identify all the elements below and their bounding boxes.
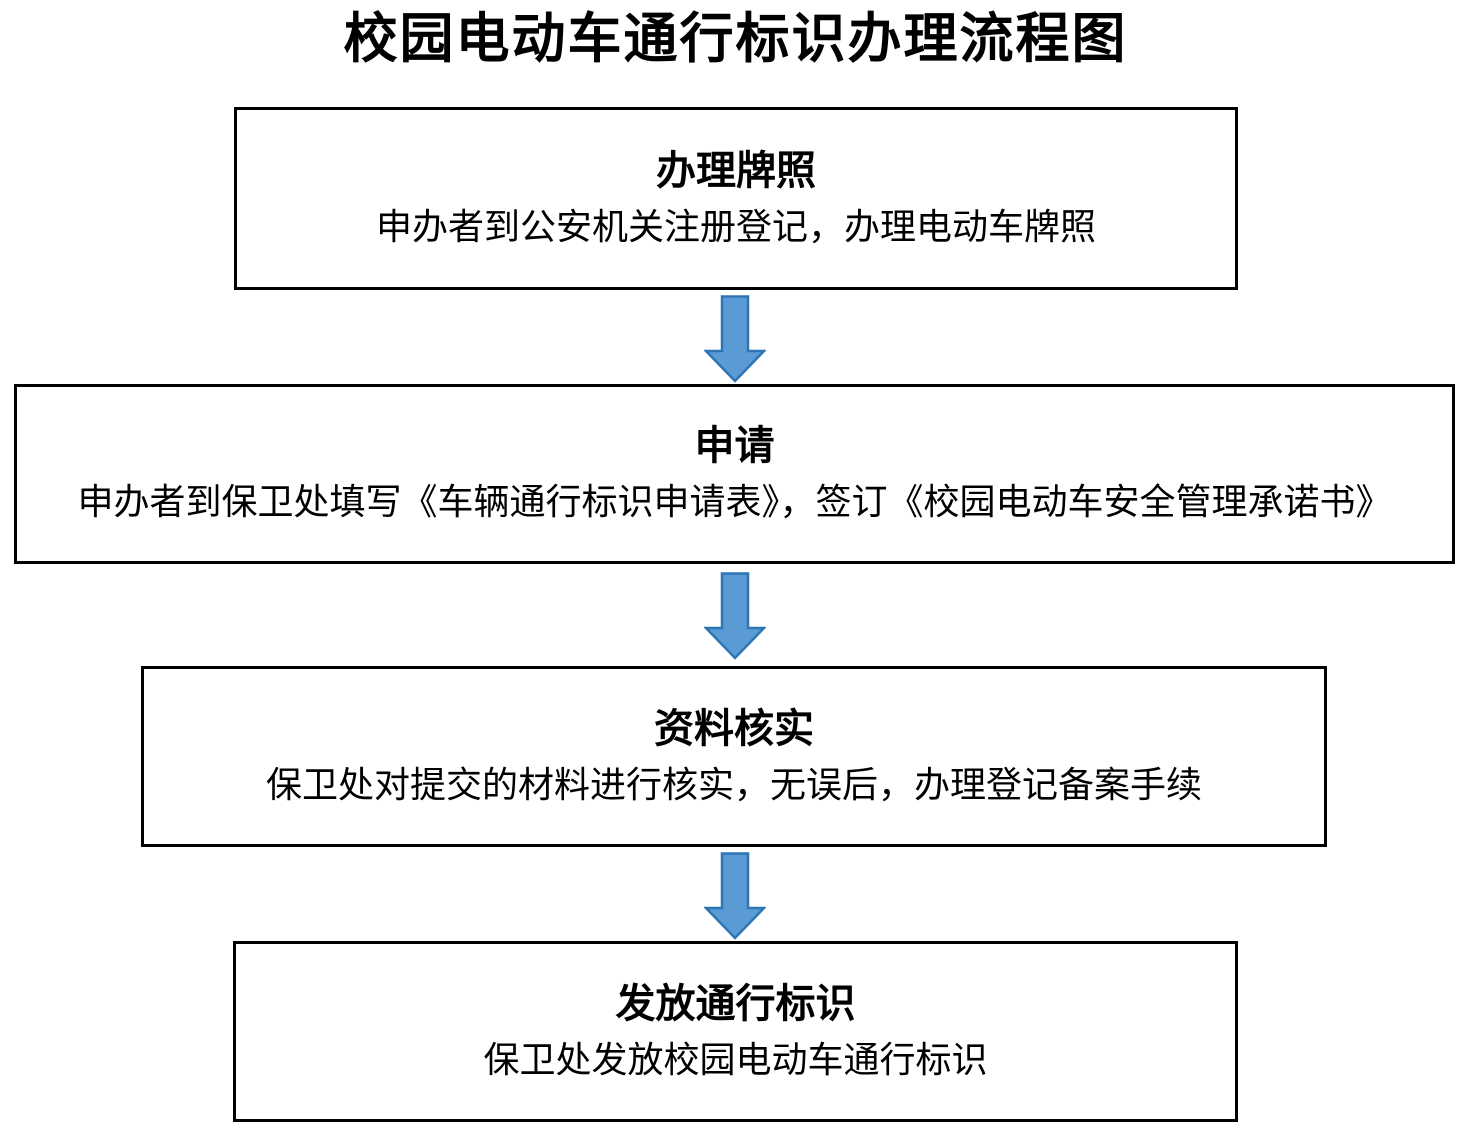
step-heading: 发放通行标识	[615, 980, 856, 1026]
step-description: 申办者到公安机关注册登记，办理电动车牌照	[375, 206, 1096, 247]
down-arrow-icon	[704, 572, 766, 660]
step-description: 保卫处发放校园电动车通行标识	[483, 1039, 988, 1080]
step-description: 申办者到保卫处填写《车辆通行标识申请表》，签订《校园电动车安全管理承诺书》	[77, 482, 1392, 523]
step-box-issue: 发放通行标识 保卫处发放校园电动车通行标识	[233, 941, 1238, 1122]
down-arrow-icon	[704, 295, 766, 383]
step-heading: 申请	[694, 423, 775, 469]
page-title: 校园电动车通行标识办理流程图	[343, 9, 1128, 69]
step-heading: 资料核实	[654, 705, 814, 751]
down-arrow-icon	[704, 852, 766, 940]
step-box-apply: 申请 申办者到保卫处填写《车辆通行标识申请表》，签订《校园电动车安全管理承诺书》	[14, 384, 1455, 564]
step-box-verify: 资料核实 保卫处对提交的材料进行核实，无误后，办理登记备案手续	[141, 666, 1327, 847]
step-description: 保卫处对提交的材料进行核实，无误后，办理登记备案手续	[265, 764, 1202, 805]
step-box-license: 办理牌照 申办者到公安机关注册登记，办理电动车牌照	[234, 107, 1238, 290]
step-heading: 办理牌照	[656, 147, 816, 193]
